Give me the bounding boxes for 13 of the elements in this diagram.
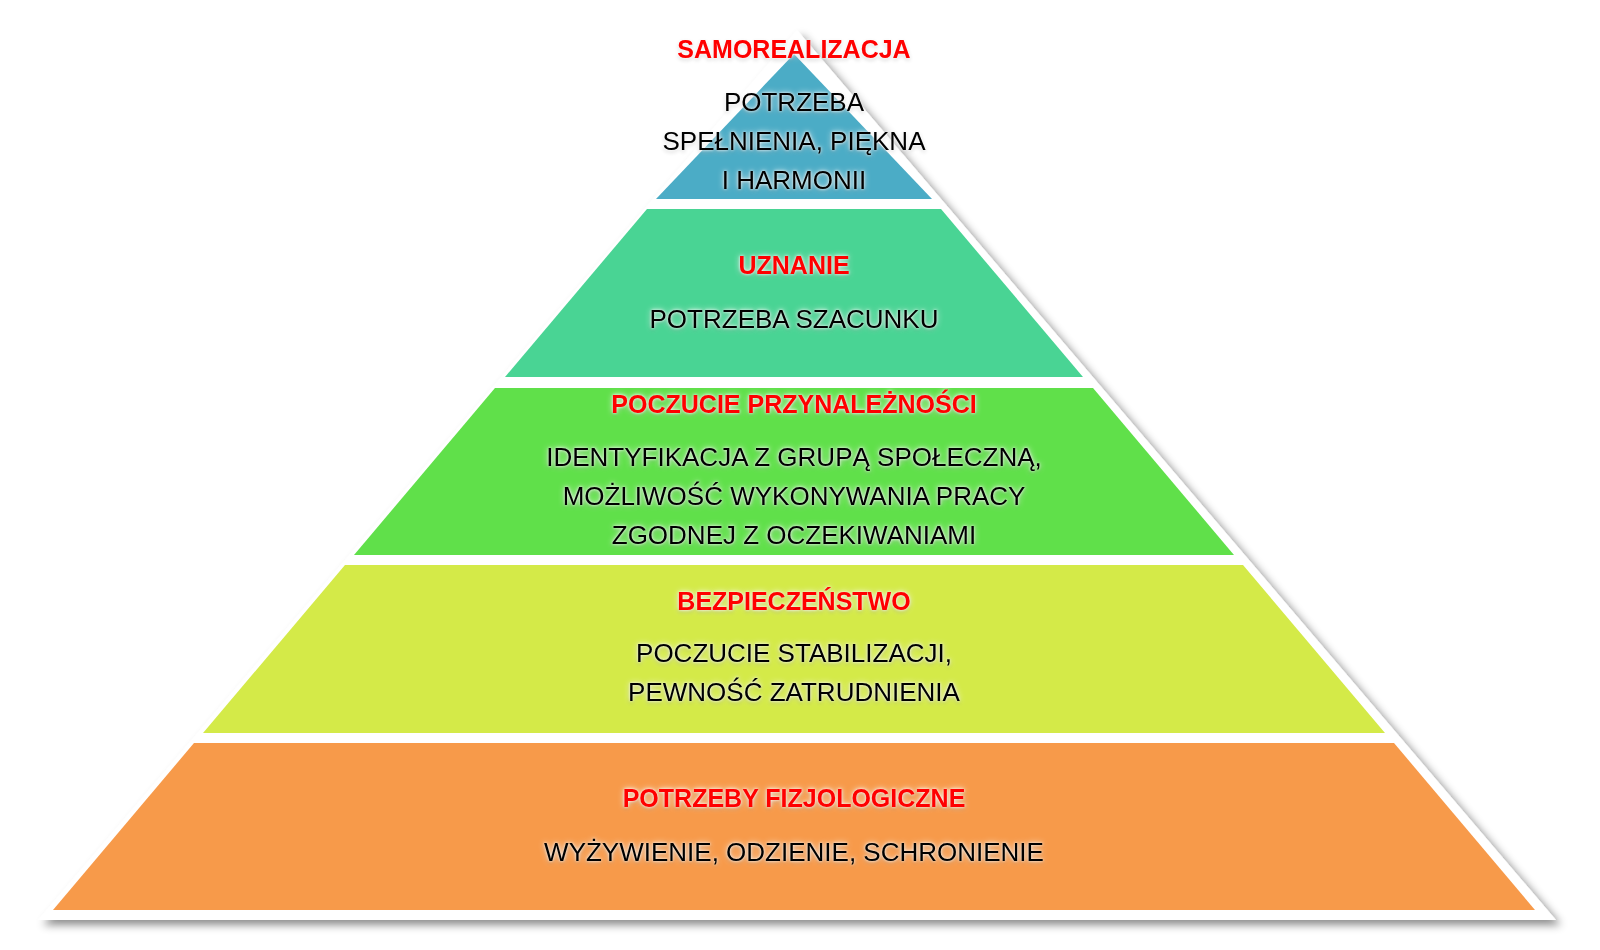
tier-description: WYŻYWIENIE, ODZIENIE, SCHRONIENIE — [544, 835, 1044, 869]
pyramid-tier — [203, 565, 1385, 733]
tier-description: IDENTYFIKACJA Z GRUPĄ SPOŁECZNĄ, MOŻLIWOŚĆ WYKONYWANIA PRACY ZGODNEJ Z OCZEKIWANIAMI — [545, 440, 1043, 552]
tier-title: BEZPIECZEŃSTWO — [677, 586, 911, 617]
tier-title: POTRZEBY FIZJOLOGICZNE — [622, 783, 966, 814]
tier-description: POCZUCIE STABILIZACJI, PEWNOŚĆ ZATRUDNIENIA — [627, 636, 961, 709]
pyramid-tier — [505, 209, 1083, 377]
tier-title: SAMOREALIZACJA — [677, 34, 911, 65]
pyramid-tier — [53, 743, 1535, 910]
tier-title: POCZUCIE PRZYNALEŻNOŚCI — [611, 388, 977, 420]
tier-title: UZNANIE — [738, 250, 850, 281]
tier-description: POTRZEBA SZACUNKU — [649, 302, 939, 336]
pyramid-tier — [354, 388, 1234, 555]
